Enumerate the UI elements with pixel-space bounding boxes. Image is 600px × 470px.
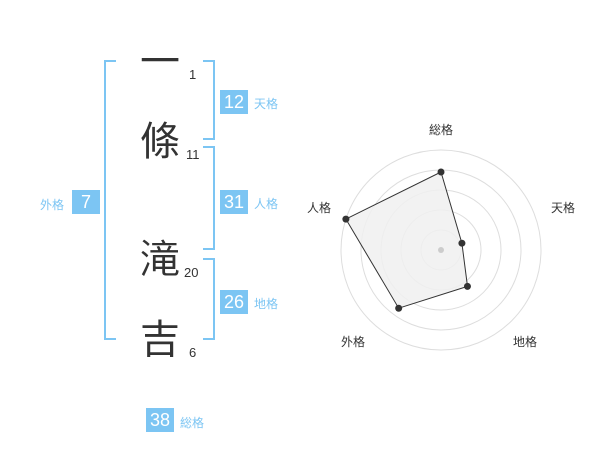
radar-point-4 <box>342 215 350 223</box>
radar-axis-label-gaikaku: 外格 <box>341 334 365 349</box>
radar-center <box>438 247 444 253</box>
name-char-2: 條 <box>140 119 180 165</box>
gaikaku-bracket <box>104 60 116 340</box>
chikaku-bracket <box>203 258 215 340</box>
soukaku-label: 総格 <box>180 416 205 430</box>
tenkaku-label: 天格 <box>254 97 279 111</box>
tenkaku-bracket <box>203 60 215 140</box>
radar-point-3 <box>395 304 403 312</box>
chikaku-label: 地格 <box>254 297 279 311</box>
radar-area <box>345 171 469 309</box>
radar-axis-label-chikaku: 地格 <box>513 334 537 349</box>
jinkaku-label: 人格 <box>254 197 279 211</box>
radar-point-1 <box>458 239 466 247</box>
gaikaku-value: 7 <box>72 190 100 214</box>
radar-ring <box>340 149 542 351</box>
name-char-4: 吉 <box>140 317 180 363</box>
stroke-count-1: 1 <box>189 67 197 82</box>
radar-axis-label-tenkaku: 天格 <box>551 200 575 215</box>
radar-point-2 <box>463 282 471 290</box>
radar-axis-label-soukaku: 総格 <box>429 122 453 137</box>
jinkaku-bracket <box>203 146 215 250</box>
stroke-count-3: 20 <box>184 265 199 280</box>
chikaku-value: 26 <box>220 290 248 314</box>
radar-point-0 <box>437 168 445 176</box>
radar-points <box>342 168 471 312</box>
stroke-count-2: 11 <box>186 147 200 162</box>
radar-axis-label-jinkaku: 人格 <box>307 200 331 215</box>
name-char-1: 一 <box>140 39 180 85</box>
stroke-count-4: 6 <box>189 345 197 360</box>
jinkaku-value: 31 <box>220 190 248 214</box>
name-char-3: 滝 <box>140 237 180 283</box>
gaikaku-label: 外格 <box>40 198 65 212</box>
tenkaku-value: 12 <box>220 90 248 114</box>
soukaku-value: 38 <box>146 408 174 432</box>
